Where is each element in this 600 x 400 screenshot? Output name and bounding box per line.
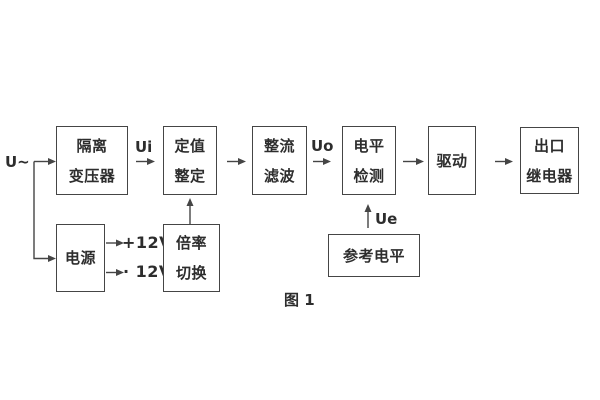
block-reference-level-label: 参考电平 bbox=[342, 246, 405, 265]
label-ui: Ui bbox=[135, 138, 153, 156]
block-setting-line1: 定值 bbox=[174, 136, 206, 155]
block-drive: 驱动 bbox=[428, 126, 476, 195]
block-level-detect: 电平 检测 bbox=[342, 126, 396, 195]
block-rectifier-filter-line2: 滤波 bbox=[263, 166, 295, 185]
block-level-detect-line2: 检测 bbox=[353, 166, 385, 185]
figure-caption: 图 1 bbox=[284, 291, 315, 309]
block-rectifier-filter: 整流 滤波 bbox=[252, 126, 307, 195]
block-ratio-switch-line2: 切换 bbox=[175, 264, 207, 282]
block-reference-level: 参考电平 bbox=[328, 234, 420, 277]
block-output-relay-line1: 出口 bbox=[533, 136, 565, 155]
block-isolation-transformer-line1: 隔离 bbox=[76, 136, 108, 155]
block-isolation-transformer: 隔离 变压器 bbox=[56, 126, 128, 195]
block-isolation-transformer-line2: 变压器 bbox=[68, 166, 116, 185]
block-output-relay-line2: 继电器 bbox=[526, 166, 573, 185]
label-input-voltage: U~ bbox=[5, 153, 30, 171]
block-setting-line2: 整定 bbox=[174, 166, 206, 185]
block-ratio-switch-line1: 倍率 bbox=[175, 234, 207, 252]
label-minus12v: · 12V bbox=[123, 262, 172, 281]
block-setting: 定值 整定 bbox=[163, 126, 217, 195]
wire-input-to-power bbox=[33, 161, 56, 262]
block-power: 电源 bbox=[56, 224, 105, 292]
label-plus12v: +12V bbox=[122, 233, 173, 252]
block-rectifier-filter-line1: 整流 bbox=[263, 136, 295, 155]
block-power-label: 电源 bbox=[64, 249, 96, 267]
block-ratio-switch: 倍率 切换 bbox=[163, 224, 220, 292]
label-ue: Ue bbox=[375, 210, 398, 228]
block-level-detect-line1: 电平 bbox=[353, 136, 385, 155]
block-drive-label: 驱动 bbox=[436, 151, 468, 170]
block-output-relay: 出口 继电器 bbox=[520, 127, 579, 194]
label-uo: Uo bbox=[311, 137, 334, 155]
